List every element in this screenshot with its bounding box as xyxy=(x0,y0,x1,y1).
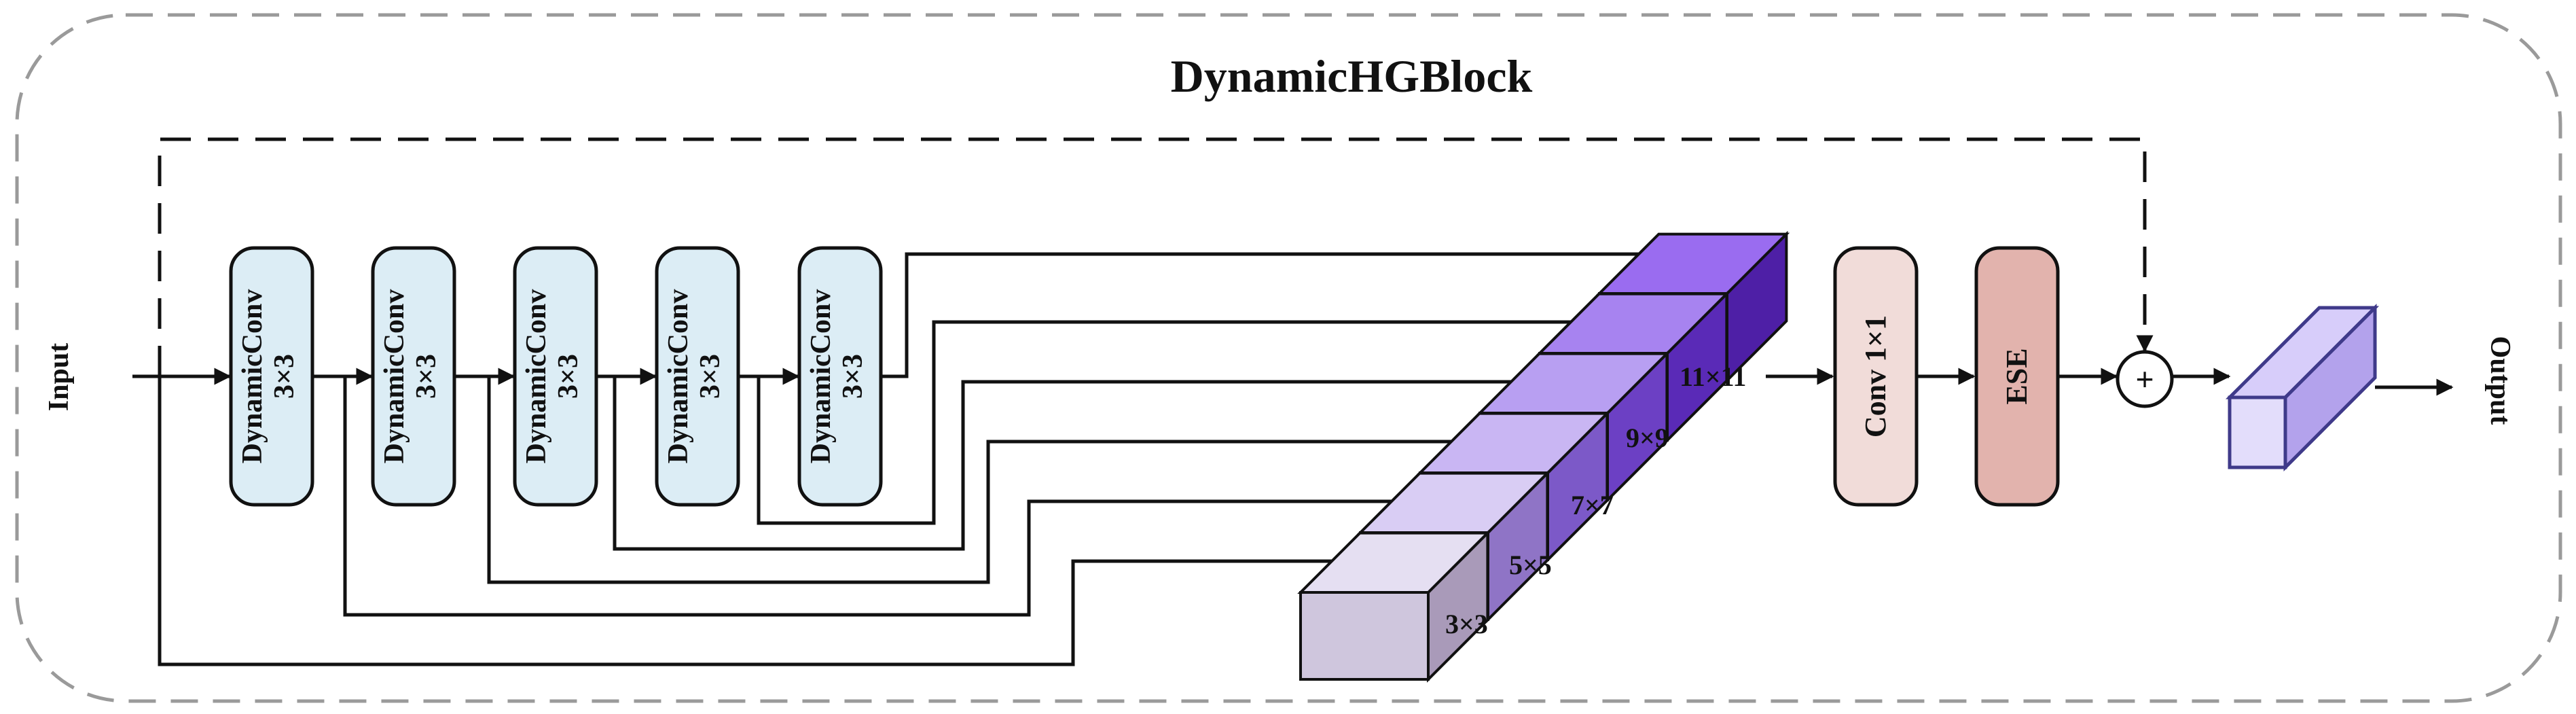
dynamic-conv-kernel-4: 3×3 xyxy=(695,354,726,399)
ese-block xyxy=(1974,246,2060,507)
block-title: DynamicHGBlock xyxy=(1171,50,1533,102)
dynamic-conv-kernel-2: 3×3 xyxy=(411,354,442,399)
ese-label: ESE xyxy=(2000,348,2033,404)
conv1x1-block xyxy=(1833,246,1919,507)
wire-branch-conv4 xyxy=(757,313,1603,525)
wire-branch-conv2 xyxy=(487,376,1483,584)
dynamic-conv-label-4: DynamicConv xyxy=(663,289,694,464)
wire-branch-conv5 xyxy=(881,245,1663,378)
dynamic-conv-kernel-1: 3×3 xyxy=(269,354,300,399)
connection-wires xyxy=(132,137,2454,666)
wire-branch-conv3 xyxy=(613,373,1543,551)
kernel-label-5x5: 5×5 xyxy=(1509,550,1552,580)
dynamic-conv-kernel-3: 3×3 xyxy=(553,354,584,399)
input-label: Input xyxy=(43,343,75,411)
output-feature-block xyxy=(2225,303,2380,472)
dynamic-conv-block-2 xyxy=(371,246,456,507)
dynamic-conv-block-5 xyxy=(797,246,883,507)
add-symbol: + xyxy=(2136,361,2154,397)
dynamic-conv-kernel-5: 3×3 xyxy=(837,354,869,399)
kernel-label-11x11: 11×11 xyxy=(1680,361,1746,392)
conv1x1-label: Conv 1×1 xyxy=(1859,315,1892,438)
dynamic-conv-block-3 xyxy=(513,246,598,507)
wire-branch-input xyxy=(158,376,1364,666)
dynamic-conv-block-4 xyxy=(655,246,740,507)
concat-cube-1 xyxy=(1297,529,1491,683)
output-label: Output xyxy=(2484,336,2516,425)
dynamic-conv-label-3: DynamicConv xyxy=(521,289,552,464)
dynamic-conv-label-5: DynamicConv xyxy=(805,289,837,464)
kernel-label-9x9: 9×9 xyxy=(1626,423,1669,453)
dynamic-conv-block-1 xyxy=(229,246,314,507)
kernel-label-3x3: 3×3 xyxy=(1445,609,1488,639)
add-node xyxy=(2116,350,2174,408)
wire-branch-conv1 xyxy=(343,376,1423,617)
dynamic-conv-label-1: DynamicConv xyxy=(237,289,268,464)
concat-feature-stack xyxy=(1297,230,1790,683)
kernel-label-7x7: 7×7 xyxy=(1571,490,1614,520)
block-boundary xyxy=(15,13,2562,703)
dynamic-conv-label-2: DynamicConv xyxy=(379,289,410,464)
wire-residual-skip xyxy=(158,137,2154,376)
